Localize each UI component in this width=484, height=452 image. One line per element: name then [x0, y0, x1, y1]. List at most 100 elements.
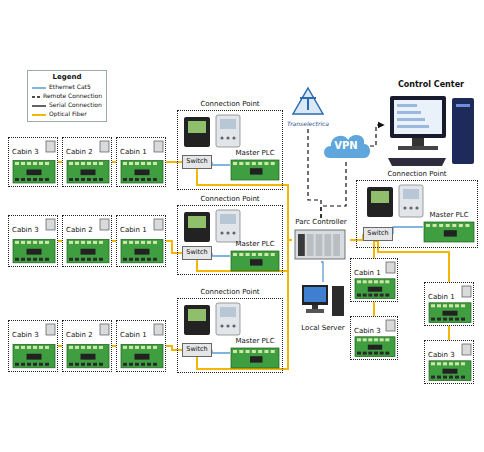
legend-sample [32, 94, 40, 100]
network-switch: Switch [182, 155, 212, 169]
legend-row: Ethernet Cat5 [32, 83, 102, 92]
master-plc-label: Master PLC [230, 240, 280, 248]
parc-controller-label: Parc Controller [292, 218, 350, 226]
cabin-box-label: Cabin 1 [120, 226, 147, 234]
master-plc: Master PLC [230, 149, 280, 181]
master-plc-label: Master PLC [230, 149, 280, 157]
cab-art [63, 321, 113, 373]
network-switch: Switch [182, 343, 212, 357]
legend-text: Ethernet Cat5 [49, 84, 91, 91]
connection-point-label: Connection Point [178, 288, 282, 296]
cabin-box: Cabin 1 [350, 258, 398, 302]
network-switch-label: Switch [186, 346, 208, 353]
cab-art [117, 321, 167, 373]
ethernet-link [393, 227, 423, 234]
cab-art [117, 138, 167, 188]
ethernet-link [212, 162, 230, 165]
network-switch: Switch [182, 246, 212, 260]
optical-fiber-link [373, 302, 375, 316]
legend-row: Remote Connection [32, 92, 102, 101]
cabin-box-label: Cabin 2 [66, 331, 93, 339]
legend-box: LegendEthernet Cat5Remote ConnectionSeri… [27, 70, 107, 122]
connection-point: Connection PointSwitchMaster PLC [177, 205, 283, 275]
cab-art [117, 216, 167, 268]
legend-text: Remote Connection [43, 93, 102, 100]
control-center-label: Control Center [384, 80, 478, 89]
cab-art [351, 259, 399, 303]
network-switch-label: Switch [186, 158, 208, 165]
cabin-box: Cabin 2 [62, 215, 112, 267]
vpn-cloud: VPN [322, 130, 370, 162]
connection-point-label: Connection Point [357, 170, 477, 178]
cabin-box-label: Cabin 1 [428, 293, 455, 301]
local-server: Local Server [298, 282, 348, 332]
connection-point: Connection PointSwitchMaster PLC [177, 110, 283, 190]
cab-art [351, 317, 399, 361]
cab-art [9, 216, 59, 268]
cabin-box: Cabin 1 [116, 137, 166, 187]
network-switch-label: Switch [367, 230, 389, 237]
cab-art [425, 341, 475, 385]
cabin-box-label: Cabin 1 [120, 331, 147, 339]
cabin-box-label: Cabin 1 [120, 148, 147, 156]
master-plc: Master PLC [230, 240, 280, 272]
ethernet-link [212, 350, 230, 353]
cab-art [63, 138, 113, 188]
legend-text: Optical Fiber [49, 111, 87, 118]
legend-row: Serial Connection [32, 101, 102, 110]
master-plc-label: Master PLC [230, 337, 280, 345]
network-switch: Switch [363, 227, 393, 241]
cabin-box-label: Cabin 3 [12, 226, 39, 234]
cabin-box: Cabin 2 [62, 137, 112, 187]
provider-logo: Transelectrica [283, 86, 333, 128]
cc-art [384, 80, 478, 170]
cabin-box-label: Cabin 3 [12, 331, 39, 339]
provider-logo-label: Transelectrica [287, 121, 329, 128]
cabin-box: Cabin 3 [8, 137, 58, 187]
remote-link [308, 128, 321, 218]
master-plc: Master PLC [423, 211, 475, 243]
parc-controller: Parc Controller [292, 218, 350, 262]
cabin-box-label: Cabin 3 [428, 351, 455, 359]
legend-sample [32, 112, 46, 118]
connection-point-label: Connection Point [178, 100, 282, 108]
connection-point: Connection PointSwitchMaster PLC [177, 298, 283, 373]
optical-fiber-link [166, 346, 182, 350]
remote-link [370, 125, 384, 146]
cabin-box-label: Cabin 3 [12, 148, 39, 156]
cabin-box: Cabin 3 [8, 320, 58, 372]
cabin-box: Cabin 3 [350, 316, 398, 360]
remote-link [321, 162, 346, 218]
connection-point-label: Connection Point [178, 195, 282, 203]
cabin-box: Cabin 3 [424, 340, 474, 384]
cabin-box-label: Cabin 3 [354, 327, 381, 335]
optical-fiber-link [448, 326, 450, 340]
cab-art [9, 138, 59, 188]
legend-sample [32, 103, 46, 109]
control-center: Control Center [384, 80, 478, 170]
legend-title: Legend [32, 73, 102, 81]
vpn-cloud-label: VPN [334, 140, 357, 152]
cp-art [178, 299, 284, 374]
legend-row: Optical Fiber [32, 110, 102, 119]
cab-art [9, 321, 59, 373]
cabin-box: Cabin 1 [116, 215, 166, 267]
cabin-box-label: Cabin 1 [354, 269, 381, 277]
optical-fiber-link [166, 241, 182, 253]
master-plc-label: Master PLC [423, 211, 475, 219]
local-server-label: Local Server [301, 324, 344, 332]
cab-art [63, 216, 113, 268]
cabin-box: Cabin 1 [424, 282, 474, 326]
cabin-box-label: Cabin 2 [66, 226, 93, 234]
cabin-box: Cabin 1 [116, 320, 166, 372]
legend-text: Serial Connection [49, 102, 102, 109]
optical-fiber-link [166, 161, 182, 163]
cabin-box: Cabin 3 [8, 215, 58, 267]
cabin-box-label: Cabin 2 [66, 148, 93, 156]
cab-art [425, 283, 475, 327]
ethernet-link [321, 262, 323, 282]
ethernet-link [212, 253, 230, 256]
legend-sample [32, 85, 46, 91]
network-switch-label: Switch [186, 249, 208, 256]
